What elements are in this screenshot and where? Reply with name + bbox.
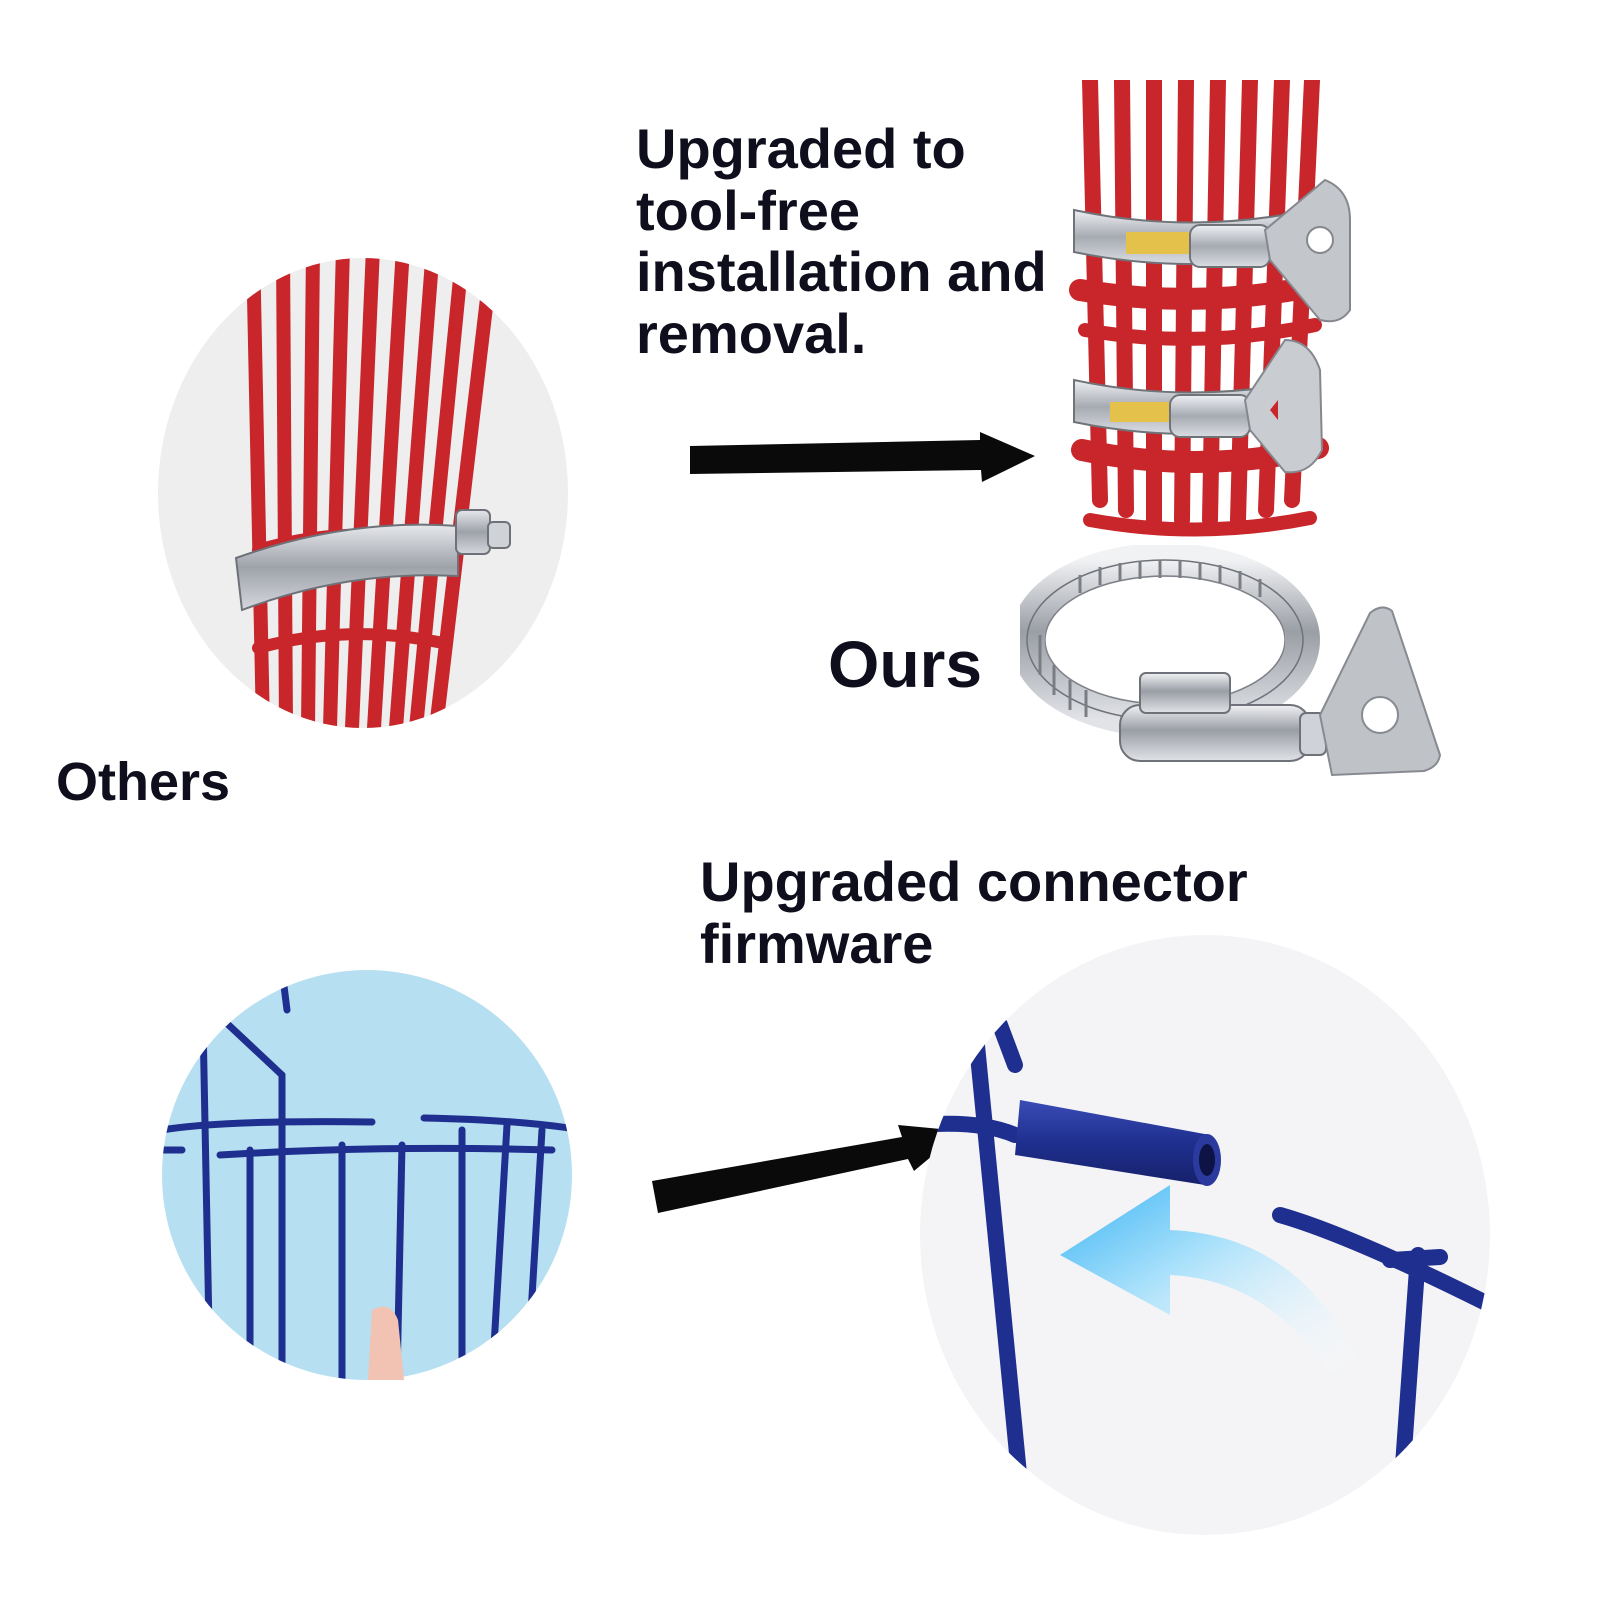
ours-label: Ours [828, 627, 983, 701]
others-connector-photo [162, 970, 572, 1380]
ours-connector-photo [920, 935, 1490, 1555]
arrow-to-new-connector [652, 1115, 962, 1225]
clamp-upgrade-caption: Upgraded to tool-free installation and r… [636, 117, 1047, 365]
ours-installed-clamps-photo [1060, 80, 1480, 540]
others-label: Others [56, 752, 231, 812]
others-clamp-photo [158, 258, 568, 728]
wing-hose-clamp-photo [1020, 545, 1460, 815]
arrow-to-new-clamp [690, 432, 1035, 488]
connector-upgrade-caption: Upgraded connector firmware [700, 850, 1248, 975]
